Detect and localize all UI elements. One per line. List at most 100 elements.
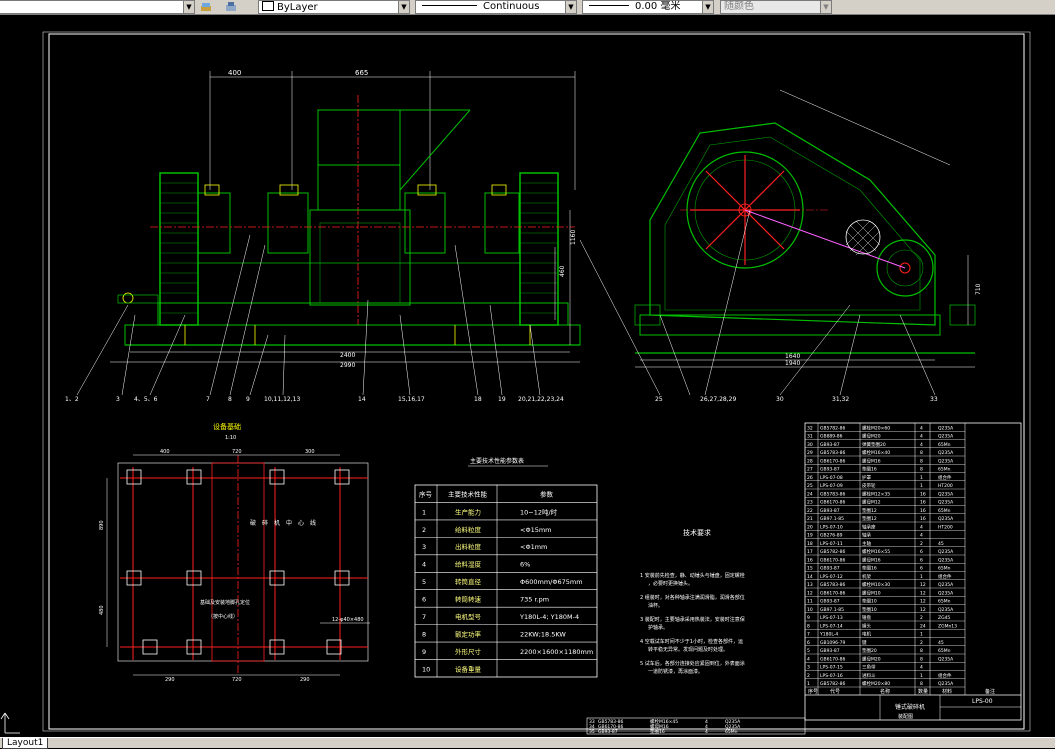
chevron-down-icon: ▼ xyxy=(565,1,576,13)
parts-cell-material: Q235A xyxy=(938,681,954,687)
color-swatch xyxy=(262,1,274,11)
parts-cell-material: 65Mn xyxy=(938,467,951,473)
parts-cell-name: 螺栓M10×30 xyxy=(862,581,890,588)
parts-cell-name: 电机 xyxy=(862,631,871,638)
parts-cell-material: 65Mn xyxy=(938,508,951,514)
callout-12: 20,21,22,23,24 xyxy=(518,396,564,403)
spec-cell-item: 设备重量 xyxy=(455,664,482,673)
parts-cell-qty: 16 xyxy=(920,508,926,514)
parts-cell-qty: 12 xyxy=(920,590,926,596)
linetype-sample xyxy=(422,5,477,6)
parts-cell-qty: 1 xyxy=(920,475,923,481)
spec-cell-value: 10~12吨/时 xyxy=(520,507,558,516)
front-view: 400 665 xyxy=(65,69,581,403)
extra-cell-material: 65Mn xyxy=(725,729,738,735)
tech-req-line: 油杯。 xyxy=(648,602,663,609)
parts-cell-code: Y180L-4 xyxy=(819,632,838,638)
parts-cell-name: 螺栓M20×80 xyxy=(862,680,890,687)
fdim-480: 480 xyxy=(99,605,105,615)
parts-cell-code: LPS-07-15 xyxy=(820,665,843,671)
parts-cell-material: 45 xyxy=(938,640,944,646)
parts-cell-material: Q235A xyxy=(938,458,954,464)
plotstyle-dropdown[interactable]: 随颜色 ▼ xyxy=(720,0,832,14)
callout-3: 4、5、6 xyxy=(134,396,158,403)
spec-cell-index: 2 xyxy=(422,526,426,534)
spec-cell-value: 22KW;18.5KW xyxy=(520,631,566,639)
parts-cell-index: 11 xyxy=(807,599,813,605)
parts-cell-index: 4 xyxy=(807,656,810,662)
parts-cell-name: 键 xyxy=(862,639,867,646)
spec-cell-item: 电机型号 xyxy=(455,612,482,621)
fdim-720-bottom: 720 xyxy=(232,677,242,683)
parts-cell-qty: 16 xyxy=(920,500,926,506)
parts-cell-code: GB5782-86 xyxy=(820,681,846,687)
parts-cell-qty: 1 xyxy=(920,632,923,638)
spec-header-cell: 序号 xyxy=(419,489,433,498)
layer-previous-icon[interactable] xyxy=(225,1,237,12)
model-space-canvas[interactable]: 400 665 xyxy=(0,15,1055,737)
parts-cell-material: Q235A xyxy=(938,500,954,506)
extra-cell-code: GB6170-86 xyxy=(598,724,624,730)
parts-cell-material: Q235A xyxy=(938,607,954,613)
spec-table-title: 主要技术性能参数表 xyxy=(470,457,524,465)
dim-400: 400 xyxy=(228,69,241,77)
extra-cell-name: 螺母M16 xyxy=(650,723,669,730)
foundation-scale: 1:10 xyxy=(225,435,236,441)
fdim-720: 720 xyxy=(232,449,242,455)
parts-cell-name: 锤盘 xyxy=(862,614,871,621)
parts-cell-index: 31 xyxy=(807,434,813,440)
parts-cell-material: 组合件 xyxy=(938,474,952,481)
plotstyle-value: 随颜色 xyxy=(724,1,754,12)
parts-cell-index: 25 xyxy=(807,483,813,489)
parts-cell-qty: 8 xyxy=(920,681,923,687)
parts-cell-qty: 12 xyxy=(920,582,926,588)
tech-requirements: 技术要求 1 安装前先检查，静、动锤头与锤盘，固定螺栓，必要时更换锤头。2 组装… xyxy=(640,528,745,675)
parts-cell-qty: 16 xyxy=(920,491,926,497)
color-dropdown[interactable]: ByLayer ▼ xyxy=(258,0,410,14)
color-control-value: ByLayer xyxy=(277,2,318,13)
parts-cell-qty: 6 xyxy=(920,566,923,572)
parts-cell-index: 10 xyxy=(807,607,813,613)
spec-cell-index: 10 xyxy=(422,665,430,673)
parts-cell-material: HT200 xyxy=(938,483,953,489)
parts-cell-code: GB1096-79 xyxy=(820,640,846,646)
parts-cell-name: 垫圈10 xyxy=(862,606,877,613)
spec-cell-value: Φ600mm/Φ675mm xyxy=(520,578,583,586)
parts-cell-material: Q235A xyxy=(938,425,954,431)
parts-cell-code: LPS-07-08 xyxy=(820,475,843,481)
spec-cell-item: 转筒转速 xyxy=(455,595,482,604)
parts-cell-index: 8 xyxy=(807,623,810,629)
dim-460: 460 xyxy=(559,265,566,277)
parts-cell-index: 21 xyxy=(807,516,813,522)
callout-1: 1、2 xyxy=(65,396,79,403)
parts-cell-name: 垫圈12 xyxy=(862,507,877,514)
spec-cell-index: 4 xyxy=(422,561,426,569)
parts-cell-code: GB93-87 xyxy=(820,566,840,572)
parts-cell-name: 弹簧垫圈20 xyxy=(862,441,886,448)
parts-header-cell: 代号 xyxy=(830,688,840,695)
parts-cell-index: 16 xyxy=(807,557,813,563)
side-callout-2: 26,27,28,29 xyxy=(700,396,736,403)
extra-cell-index: 35 xyxy=(589,729,595,735)
lineweight-unit: 毫米 xyxy=(660,1,681,12)
lineweight-dropdown[interactable]: 0.00 毫米 ▼ xyxy=(582,0,714,14)
callout-9: 15,16,17 xyxy=(398,396,425,403)
callout-2: 3 xyxy=(116,396,120,403)
parts-cell-name: 螺栓M16×40 xyxy=(862,449,890,456)
extra-cell-index: 33 xyxy=(589,719,595,725)
parts-cell-code: GB5783-86 xyxy=(820,582,846,588)
tab-layout1[interactable]: Layout1 xyxy=(2,738,49,749)
properties-toolbar: ▼ ByLayer ▼ Continuous ▼ 0.00 毫米 ▼ 随颜色 ▼ xyxy=(0,0,1055,15)
layer-states-icon[interactable] xyxy=(200,1,212,12)
callout-11: 19 xyxy=(498,396,506,403)
parts-cell-material: 组合件 xyxy=(938,672,952,679)
chevron-down-icon: ▼ xyxy=(702,1,713,13)
lineweight-value: 0.00 xyxy=(635,1,658,12)
parts-cell-material: Q235A xyxy=(938,516,954,522)
layer-dropdown[interactable]: ▼ xyxy=(0,0,195,14)
parts-cell-material: Q235A xyxy=(938,656,954,662)
linetype-dropdown[interactable]: Continuous ▼ xyxy=(415,0,577,14)
spec-cell-item: 给料湿度 xyxy=(455,560,482,569)
parts-cell-qty: 12 xyxy=(920,599,926,605)
